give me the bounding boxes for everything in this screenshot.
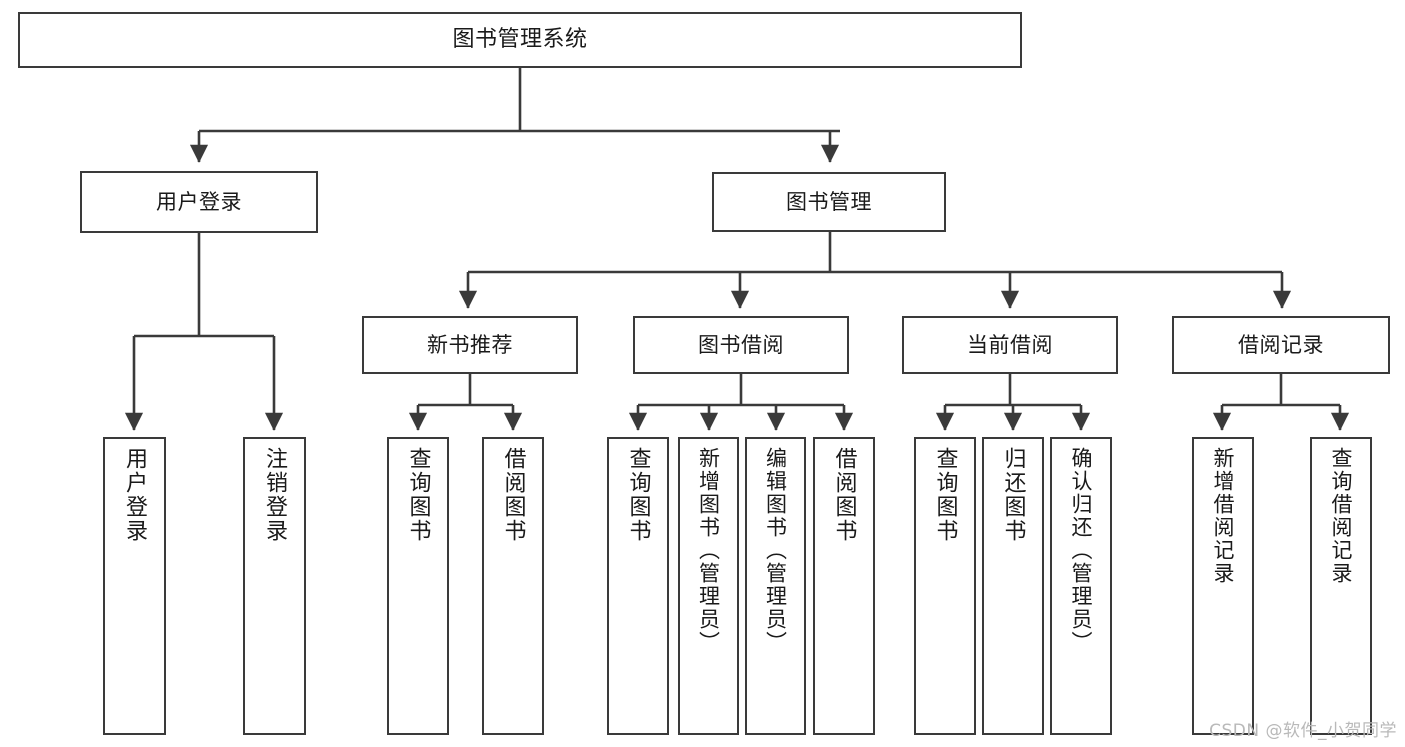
leaf-borrow-book-recommend[interactable]: 借阅图书 (482, 437, 544, 735)
node-book-management[interactable]: 图书管理 (712, 172, 946, 232)
node-book-borrow[interactable]: 图书借阅 (633, 316, 849, 374)
node-label: 借阅记录 (1238, 332, 1324, 357)
node-label: 借阅图书 (500, 447, 526, 543)
node-root-system[interactable]: 图书管理系统 (18, 12, 1022, 68)
leaf-query-book-current[interactable]: 查询图书 (914, 437, 976, 735)
leaf-add-borrow-record[interactable]: 新增借阅记录 (1192, 437, 1254, 735)
node-label: 新增借阅记录 (1211, 447, 1236, 585)
node-label: 确认归还（管理员） (1069, 447, 1094, 654)
node-new-book-recommend[interactable]: 新书推荐 (362, 316, 578, 374)
leaf-borrow-book[interactable]: 借阅图书 (813, 437, 875, 735)
leaf-edit-book-admin[interactable]: 编辑图书（管理员） (745, 437, 806, 735)
node-label: 查询图书 (625, 447, 651, 543)
node-label: 图书借阅 (698, 332, 784, 357)
node-label: 用户登录 (122, 447, 148, 543)
leaf-query-book-recommend[interactable]: 查询图书 (387, 437, 449, 735)
node-label: 当前借阅 (967, 332, 1053, 357)
leaf-confirm-return-admin[interactable]: 确认归还（管理员） (1050, 437, 1112, 735)
node-user-login[interactable]: 用户登录 (80, 171, 318, 233)
leaf-add-book-admin[interactable]: 新增图书（管理员） (678, 437, 739, 735)
node-label: 查询借阅记录 (1329, 447, 1354, 585)
leaf-user-login[interactable]: 用户登录 (103, 437, 166, 735)
leaf-return-book[interactable]: 归还图书 (982, 437, 1044, 735)
node-label: 新书推荐 (427, 332, 513, 357)
node-label: 查询图书 (932, 447, 958, 543)
node-label: 图书管理系统 (452, 27, 588, 53)
node-label: 用户登录 (156, 189, 242, 214)
node-label: 查询图书 (405, 447, 431, 543)
node-label: 归还图书 (1000, 447, 1026, 543)
leaf-query-borrow-record[interactable]: 查询借阅记录 (1310, 437, 1372, 735)
node-label: 注销登录 (262, 447, 288, 543)
leaf-query-book-borrow[interactable]: 查询图书 (607, 437, 669, 735)
node-label: 借阅图书 (831, 447, 857, 543)
leaf-user-logout[interactable]: 注销登录 (243, 437, 306, 735)
node-label: 新增图书（管理员） (696, 447, 721, 654)
node-current-borrow[interactable]: 当前借阅 (902, 316, 1118, 374)
watermark: CSDN @软件_小贺同学 (1209, 721, 1397, 741)
node-label: 图书管理 (786, 189, 872, 214)
node-borrow-record[interactable]: 借阅记录 (1172, 316, 1390, 374)
node-label: 编辑图书（管理员） (763, 447, 788, 654)
